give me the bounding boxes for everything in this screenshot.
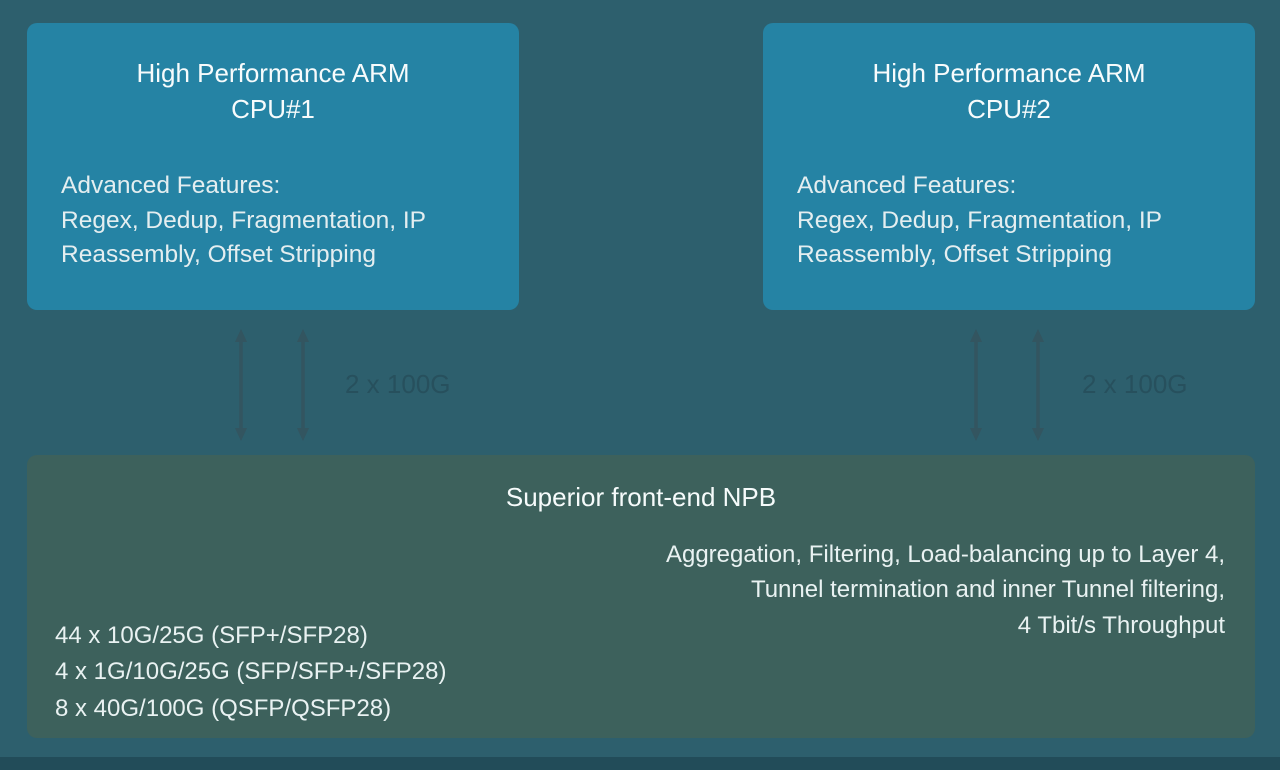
npb-capability-line: Aggregation, Filtering, Load-balancing u… <box>665 541 1225 568</box>
cpu1-title: High Performance ARM CPU#1 <box>27 56 519 128</box>
cpu2-title: High Performance ARM CPU#2 <box>763 56 1255 128</box>
cpu2-features-body: Regex, Dedup, Fragmentation, IP Reassemb… <box>797 206 1162 269</box>
bottom-edge <box>0 757 1280 770</box>
cpu1-box: High Performance ARM CPU#1 Advanced Feat… <box>27 23 519 310</box>
npb-box: Superior front-end NPB Aggregation, Filt… <box>27 455 1255 738</box>
cpu2-title-line2: CPU#2 <box>967 93 1051 124</box>
cpu2-box: High Performance ARM CPU#2 Advanced Feat… <box>763 23 1255 310</box>
link-label-cpu2: 2 x 100G <box>1082 369 1188 399</box>
cpu1-title-line2: CPU#1 <box>231 93 315 124</box>
cpu2-title-line1: High Performance ARM <box>872 58 1146 88</box>
npb-capabilities: Aggregation, Filtering, Load-balancing u… <box>666 537 1225 643</box>
cpu1-features-heading: Advanced Features: <box>61 171 281 199</box>
double-arrow-icon <box>235 329 247 441</box>
double-arrow-icon <box>970 329 982 441</box>
link-label-cpu1: 2 x 100G <box>345 369 451 399</box>
double-arrow-icon <box>1032 329 1044 441</box>
npb-port-line: 4 x 1G/10G/25G (SFP/SFP+/SFP28) <box>55 658 447 686</box>
cpu1-title-line1: High Performance ARM <box>136 58 410 88</box>
cpu1-features-body: Regex, Dedup, Fragmentation, IP Reassemb… <box>61 206 426 269</box>
cpu2-features: Advanced Features: Regex, Dedup, Fragmen… <box>797 169 1223 273</box>
npb-title: Superior front-end NPB <box>505 482 777 512</box>
npb-capability-line: Tunnel termination and inner Tunnel filt… <box>750 576 1225 604</box>
cpu2-features-heading: Advanced Features: <box>797 171 1017 199</box>
npb-ports: 44 x 10G/25G (SFP+/SFP28) 4 x 1G/10G/25G… <box>55 618 447 727</box>
npb-capability-line: 4 Tbit/s Throughput <box>1017 611 1225 639</box>
npb-port-line: 44 x 10G/25G (SFP+/SFP28) <box>55 622 368 649</box>
cpu1-features: Advanced Features: Regex, Dedup, Fragmen… <box>61 169 487 273</box>
double-arrow-icon <box>297 329 309 441</box>
npb-port-line: 8 x 40G/100G (QSFP/QSFP28) <box>55 694 392 722</box>
